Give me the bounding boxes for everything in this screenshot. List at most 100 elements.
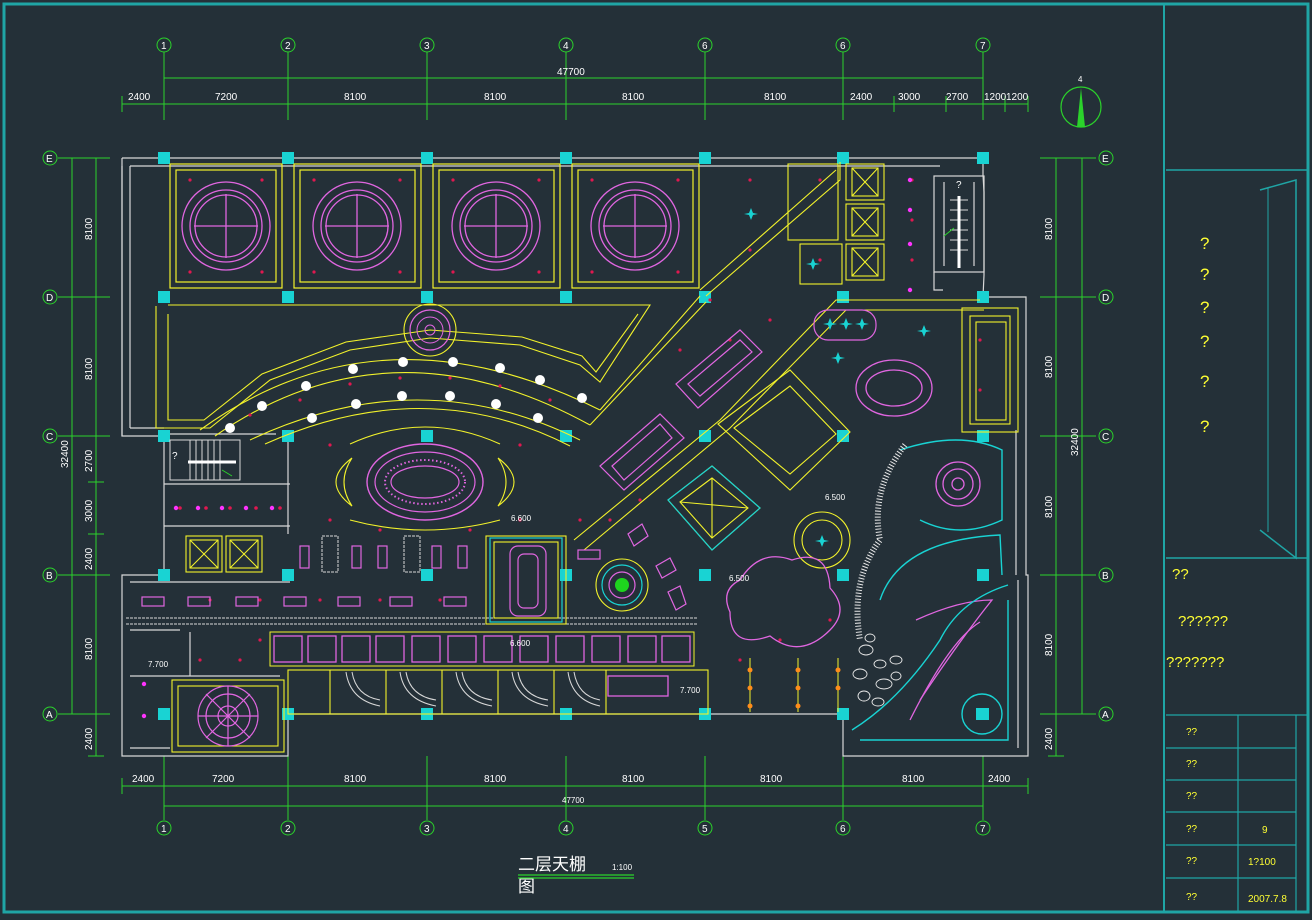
table-label: ??	[1186, 727, 1198, 738]
elevation-label: 7.700	[148, 660, 169, 669]
stair-mark: ?	[172, 451, 178, 462]
dim-left: 2400	[84, 547, 95, 570]
axis-labels: 1 2 3 4 6 6 7 1 2 3 4 5 6 7 E D C B A E …	[46, 41, 1109, 835]
project-line-a: ??	[1172, 566, 1189, 583]
dim-top: 8100	[484, 92, 507, 103]
dim-top: 8100	[622, 92, 645, 103]
east-rooms	[726, 307, 1019, 741]
dim-bottom: 8100	[622, 774, 645, 785]
dim-bottom: 2400	[988, 774, 1011, 785]
elevation-label: 7.700	[680, 686, 701, 695]
dim-left: 8100	[84, 357, 95, 380]
drawing-scale: 1:100	[612, 863, 633, 872]
dim-top: 1200	[984, 92, 1007, 103]
axis-label: 2	[285, 824, 291, 835]
axis-label: 5	[702, 824, 708, 835]
main-hall-ceiling	[155, 295, 707, 531]
axis-label: 2	[285, 41, 291, 52]
dim-right: 8100	[1044, 495, 1055, 518]
axis-label: 7	[980, 41, 986, 52]
dim-bottom: 7200	[212, 774, 235, 785]
north-label: 4	[1078, 75, 1083, 84]
elevators	[185, 163, 885, 573]
table-label: ??	[1186, 759, 1198, 770]
axis-label: A	[1102, 710, 1109, 721]
axis-label: C	[1102, 432, 1109, 443]
dim-bottom: 8100	[484, 774, 507, 785]
axis-label: E	[1102, 154, 1109, 165]
dim-total-top: 47700	[557, 67, 585, 78]
dim-top: 2400	[128, 92, 151, 103]
dim-top: 1200	[1006, 92, 1029, 103]
dim-bottom: 8100	[344, 774, 367, 785]
dim-top: 3000	[898, 92, 921, 103]
dim-right: 8100	[1044, 355, 1055, 378]
axis-label: 6	[840, 41, 846, 52]
dim-top: 2700	[946, 92, 969, 103]
corridor-ceiling	[573, 162, 984, 611]
top-room-ceilings	[169, 163, 700, 289]
axis-label: 1	[161, 824, 167, 835]
dim-left: 8100	[84, 217, 95, 240]
axis-label: B	[1102, 571, 1109, 582]
dim-top: 2400	[850, 92, 873, 103]
drawing-title: 二层天棚	[518, 855, 586, 875]
dim-top: 8100	[344, 92, 367, 103]
stair-mark: ?	[956, 180, 962, 191]
table-label: ??	[1186, 791, 1198, 802]
dim-right: 8100	[1044, 633, 1055, 656]
sheet-date: 2007.7.8	[1248, 894, 1287, 905]
axis-label: D	[46, 293, 53, 304]
dim-left: 3000	[84, 499, 95, 522]
dim-bottom: 8100	[902, 774, 925, 785]
axis-bubbles	[42, 37, 1114, 836]
dim-right: 8100	[1044, 217, 1055, 240]
axis-label: 6	[840, 824, 846, 835]
table-label: ??	[1186, 856, 1198, 867]
title-mark: ?	[1200, 298, 1209, 317]
dim-total-left: 32400	[60, 440, 71, 468]
building-walls	[121, 157, 1029, 757]
axis-label: C	[46, 432, 53, 443]
axis-label: D	[1102, 293, 1109, 304]
elevation-label: 6.500	[729, 574, 750, 583]
dim-left: 8100	[84, 637, 95, 660]
north-arrow-icon: 4	[1060, 75, 1102, 128]
elevation-label: 6.600	[510, 639, 531, 648]
stair-left	[169, 439, 241, 481]
dim-right: 2400	[1044, 727, 1055, 750]
drawing-title-line2: 图	[518, 877, 535, 897]
axis-label: 4	[563, 824, 569, 835]
title-mark: ?	[1200, 417, 1209, 436]
axis-label: 1	[161, 41, 167, 52]
dim-bottom: 8100	[760, 774, 783, 785]
lower-ceilings	[126, 535, 841, 753]
sheet-scale: 1?100	[1248, 857, 1276, 868]
decor-dots	[141, 177, 913, 719]
project-line-c: ???????	[1166, 654, 1224, 671]
elevation-markers: 6.600 6.500 6.500 6.600 7.700 7.700	[148, 493, 846, 695]
axis-label: 3	[424, 824, 430, 835]
axis-label: 3	[424, 41, 430, 52]
dim-top: 8100	[764, 92, 787, 103]
axis-label: A	[46, 710, 53, 721]
star-fixtures	[744, 208, 931, 547]
structural-columns	[158, 152, 989, 720]
sheet-number: 9	[1262, 825, 1268, 836]
title-mark: ?	[1200, 372, 1209, 391]
elevation-label: 6.600	[511, 514, 532, 523]
axis-label: 4	[563, 41, 569, 52]
title-mark: ?	[1200, 332, 1209, 351]
dim-top: 7200	[215, 92, 238, 103]
title-block: ? ? ? ? ? ? ?? ?????? ??????? ?? ?? ?? ?…	[1166, 169, 1308, 912]
elevation-label: 6.500	[825, 493, 846, 502]
axis-label: B	[46, 571, 53, 582]
title-mark: ?	[1200, 265, 1209, 284]
title-mark: ?	[1200, 234, 1209, 253]
axis-label: E	[46, 154, 53, 165]
dimension-labels: 47700 2400 7200 8100 8100 8100 8100 2400…	[60, 67, 1081, 805]
table-label: ??	[1186, 892, 1198, 903]
dim-total-right: 32400	[1070, 428, 1081, 456]
